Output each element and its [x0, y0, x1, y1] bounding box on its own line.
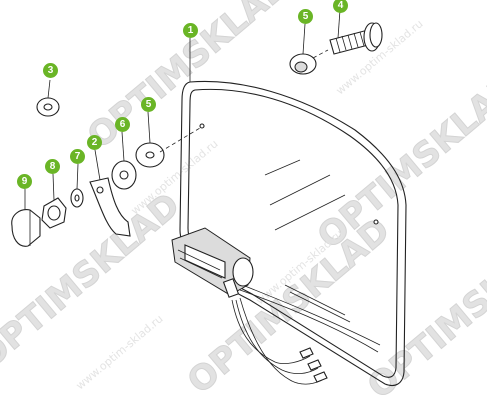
callout-number: 9 [21, 176, 28, 187]
callout-number: 3 [47, 65, 54, 76]
glass-pane [179, 80, 407, 387]
callout-number: 5 [145, 99, 152, 110]
callout-9: 9 [17, 174, 32, 189]
callout-6: 6 [115, 117, 130, 132]
washer-part-5-left [135, 142, 165, 168]
wiper-motor [171, 227, 254, 298]
watermark-url: www.optim-sklad.ru [74, 312, 166, 392]
washer-part-7 [70, 188, 84, 208]
grommet-part-6 [111, 160, 137, 190]
nut-part-8 [41, 197, 67, 229]
washer-part-5-top [289, 53, 317, 75]
callout-7: 7 [70, 149, 85, 164]
callout-number: 8 [49, 161, 56, 172]
leader-lines [24, 9, 341, 210]
screw-part-4 [329, 22, 383, 55]
callout-number: 5 [302, 11, 309, 22]
wire-harness [231, 297, 328, 385]
callout-number: 4 [337, 0, 344, 11]
callout-number: 7 [74, 151, 81, 162]
callout-number: 1 [187, 25, 194, 36]
callout-3: 3 [43, 63, 58, 78]
callout-5-top: 5 [298, 9, 313, 24]
callout-4: 4 [333, 0, 348, 13]
callout-number: 6 [119, 119, 126, 130]
callout-1: 1 [183, 23, 198, 38]
callout-number: 2 [91, 137, 98, 148]
callout-8: 8 [45, 159, 60, 174]
bracket-part-2 [89, 177, 131, 237]
washer-part-3 [36, 97, 60, 117]
cap-nut-part-9 [11, 209, 41, 247]
callout-5-left: 5 [141, 97, 156, 112]
callout-2: 2 [87, 135, 102, 150]
